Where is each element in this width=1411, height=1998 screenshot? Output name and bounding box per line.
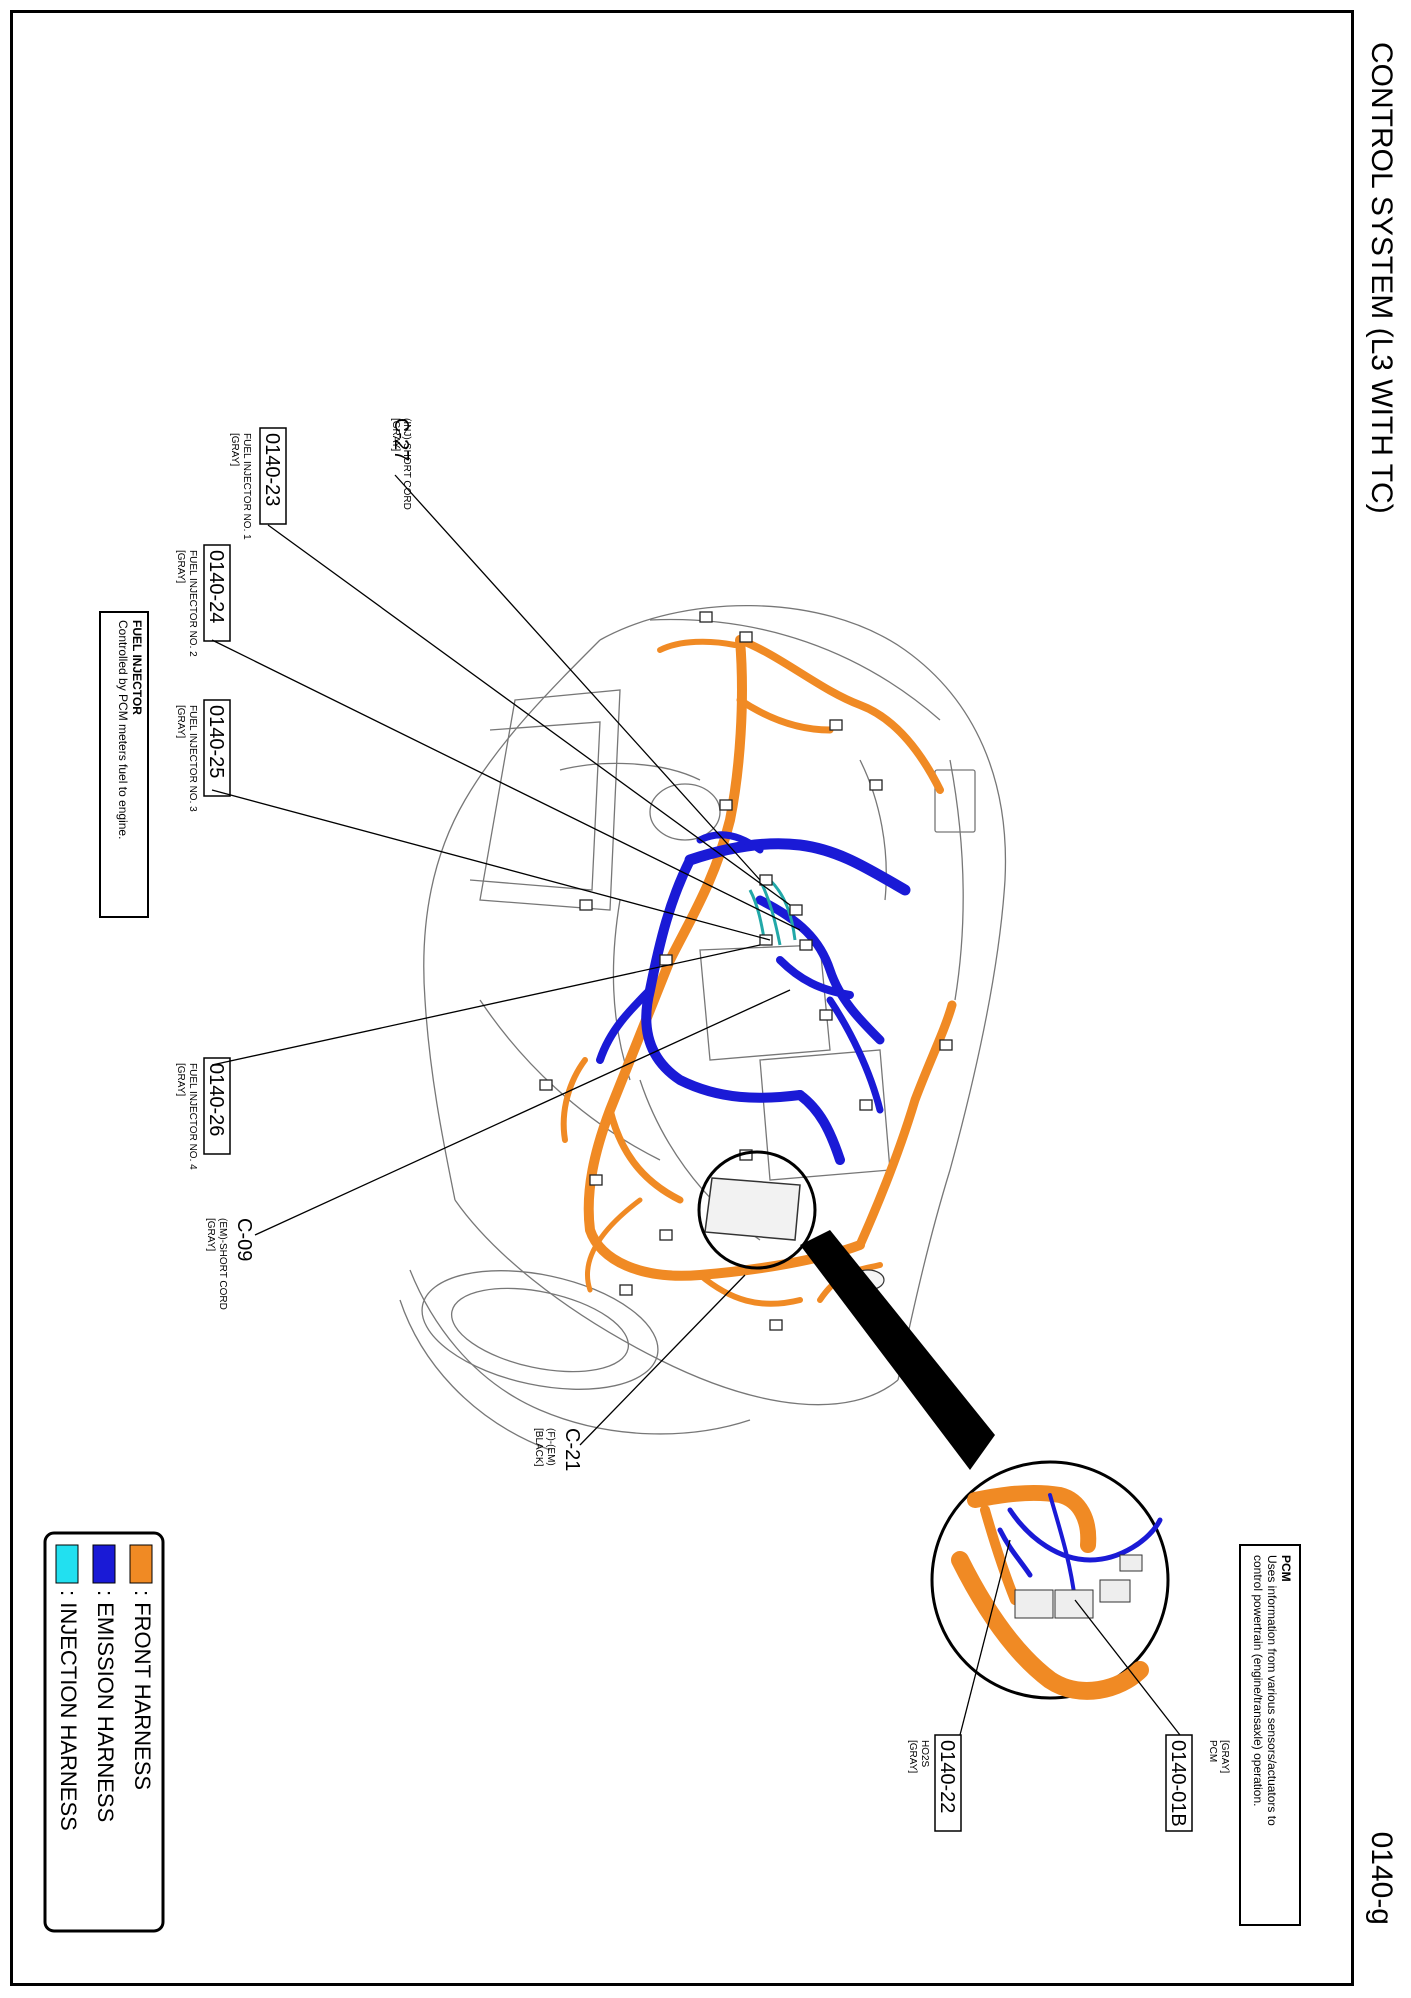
callout-fuel-injector-3-color: [GRAY] bbox=[175, 705, 186, 738]
callout-fuel-injector-4-color: [GRAY] bbox=[175, 1063, 186, 1096]
pcm-note: PCM Uses information from various sensor… bbox=[1239, 1544, 1301, 1926]
pcm-detail-view bbox=[930, 1460, 1170, 1700]
callout-fuel-injector-4-desc: FUEL INJECTOR NO. 4 bbox=[187, 1063, 198, 1170]
callout-c27-color: [GRAY] bbox=[390, 418, 401, 451]
legend-label-front-harness: : FRONT HARNESS bbox=[130, 1590, 155, 1790]
legend-swatch-emission-harness bbox=[92, 1544, 116, 1584]
pcm-note-line-2: control powertrain (engine/transaxle) op… bbox=[1251, 1555, 1265, 1806]
legend-label-injection-harness: : INJECTION HARNESS bbox=[56, 1590, 81, 1831]
page-frame bbox=[10, 10, 1354, 1986]
callout-c09-color: [GRAY] bbox=[205, 1218, 216, 1251]
vehicle-outline bbox=[399, 604, 1007, 1451]
callout-c21-code: C-21 bbox=[561, 1428, 583, 1471]
legend-swatch-front-harness bbox=[129, 1544, 153, 1584]
callout-pcm: 0140-01B PCM [GRAY] bbox=[1165, 1734, 1230, 1832]
legend-label-emission-harness: : EMISSION HARNESS bbox=[93, 1590, 118, 1822]
callout-c27-desc: (INJ)-SHORT CORD bbox=[401, 418, 412, 510]
page-code: 0140-g bbox=[1365, 1832, 1398, 1925]
legend-swatch-injection-harness bbox=[55, 1544, 79, 1584]
callout-fuel-injector-2-code: 0140-24 bbox=[205, 550, 227, 623]
callout-fuel-injector-1-code: 0140-23 bbox=[261, 433, 283, 506]
callout-fuel-injector-4: 0140-26 FUEL INJECTOR NO. 4 [GRAY] bbox=[175, 1057, 231, 1170]
callout-pcm-code: 0140-01B bbox=[1167, 1740, 1189, 1827]
callout-fuel-injector-2-desc: FUEL INJECTOR NO. 2 bbox=[187, 550, 198, 657]
callout-pcm-color: [GRAY] bbox=[1219, 1740, 1230, 1773]
callout-c27-code: C-27 bbox=[390, 418, 412, 461]
pcm-note-line-1: Uses information from various sensors/ac… bbox=[1265, 1555, 1279, 1826]
fuel-injector-note-text: Controlled by PCM meters fuel to engine. bbox=[116, 620, 130, 839]
callout-c21-desc: (F)-(EM) bbox=[545, 1428, 556, 1466]
callout-fuel-injector-1-color: [GRAY] bbox=[229, 433, 240, 466]
callout-fuel-injector-4-code: 0140-26 bbox=[205, 1063, 227, 1136]
callout-c21: C-21 (F)-(EM) [BLACK] bbox=[533, 1428, 583, 1471]
callout-c09-code: C-09 bbox=[233, 1218, 255, 1261]
harness-legend: : FRONT HARNESS : EMISSION HARNESS : INJ… bbox=[43, 1531, 165, 1933]
fuel-injector-note-title: FUEL INJECTOR bbox=[130, 620, 144, 715]
callout-c09: C-09 (EM)-SHORT CORD [GRAY] bbox=[205, 1218, 255, 1310]
callout-fuel-injector-1: 0140-23 FUEL INJECTOR NO. 1 [GRAY] bbox=[229, 427, 287, 540]
front-harness-wires bbox=[560, 635, 957, 1307]
page-title: CONTROL SYSTEM (L3 WITH TC) bbox=[1365, 42, 1398, 514]
pcm-note-title: PCM bbox=[1279, 1555, 1293, 1582]
callout-pcm-desc: PCM bbox=[1207, 1740, 1218, 1762]
callout-c21-color: [BLACK] bbox=[533, 1428, 544, 1467]
callout-ho2s-code: 0140-22 bbox=[936, 1740, 958, 1813]
callout-ho2s-color: [GRAY] bbox=[907, 1740, 918, 1773]
callout-fuel-injector-3-desc: FUEL INJECTOR NO. 3 bbox=[187, 705, 198, 812]
callout-c27: C-27 (INJ)-SHORT CORD [GRAY] bbox=[390, 418, 412, 510]
callout-fuel-injector-2-color: [GRAY] bbox=[175, 550, 186, 583]
leader-lines bbox=[211, 474, 1181, 1736]
connectors bbox=[539, 611, 953, 1331]
callout-c09-desc: (EM)-SHORT CORD bbox=[217, 1218, 228, 1310]
callout-fuel-injector-2: 0140-24 FUEL INJECTOR NO. 2 [GRAY] bbox=[175, 544, 231, 657]
callout-ho2s: 0140-22 HO2S [GRAY] bbox=[907, 1734, 962, 1832]
callout-fuel-injector-3-code: 0140-25 bbox=[205, 705, 227, 778]
callout-fuel-injector-1-desc: FUEL INJECTOR NO. 1 bbox=[241, 433, 252, 540]
fuel-injector-note: FUEL INJECTOR Controlled by PCM meters f… bbox=[99, 611, 149, 918]
callout-ho2s-desc: HO2S bbox=[919, 1740, 930, 1768]
callout-fuel-injector-3: 0140-25 FUEL INJECTOR NO. 3 [GRAY] bbox=[175, 699, 231, 812]
magnifier-cone bbox=[800, 1230, 995, 1470]
emission-harness-wires bbox=[596, 831, 911, 1165]
